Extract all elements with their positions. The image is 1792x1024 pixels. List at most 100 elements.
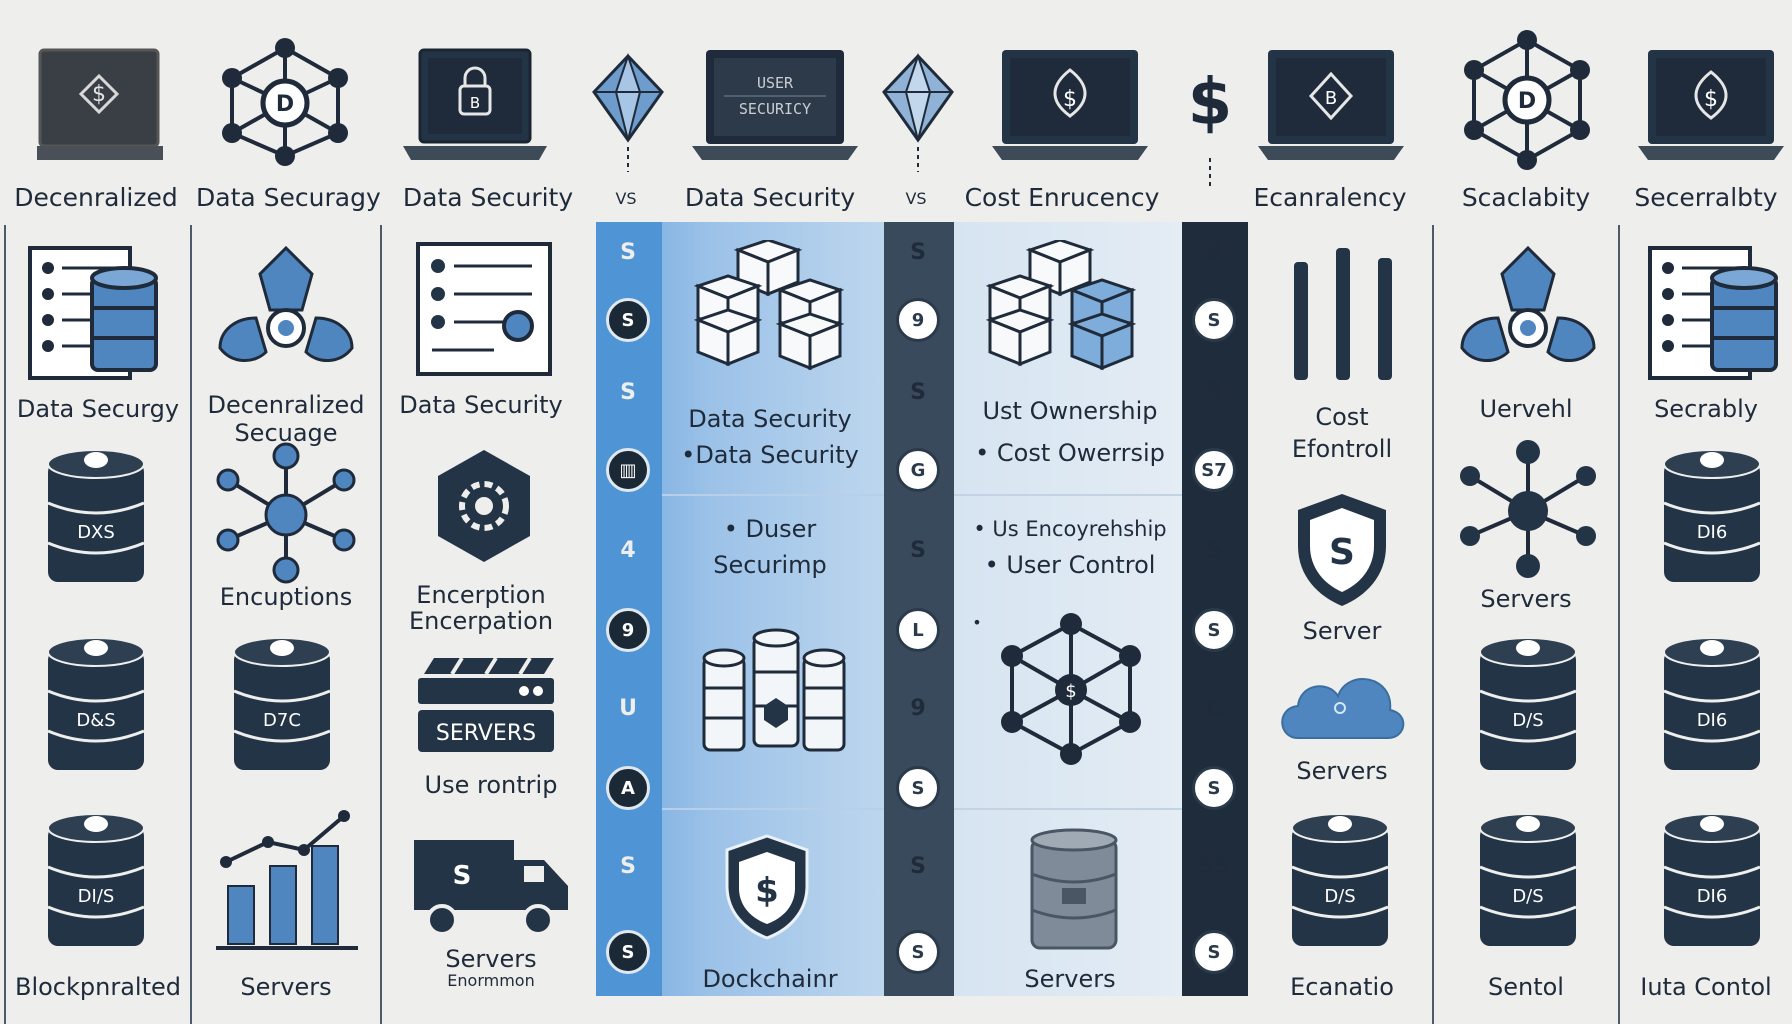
top-label-5: Cost Enrucency <box>964 183 1160 212</box>
network-icon <box>1458 436 1598 586</box>
blue-node-icon <box>1458 244 1598 374</box>
center-left-line2: •Data Security <box>681 441 859 469</box>
sb-right-marker-4: S <box>1206 538 1222 563</box>
database-icon: D/S <box>1478 636 1578 786</box>
network-hub-icon: D <box>210 38 360 168</box>
lock-laptop-icon: B <box>400 48 550 166</box>
top-label-1: Decenralized <box>14 183 178 212</box>
col6-label-4: Servers <box>1296 757 1388 785</box>
sb-mid-marker-9: S <box>896 930 940 974</box>
svg-text:B: B <box>470 94 480 112</box>
list-database-icon <box>26 244 166 384</box>
sb-mid-marker-6: 9 <box>910 696 926 721</box>
col8-label-1: Secrably <box>1654 395 1758 423</box>
svg-text:D: D <box>1518 89 1536 114</box>
coin-laptop-icon: B <box>1256 48 1406 166</box>
db-label: D/S <box>1512 886 1543 907</box>
center-left-line4: Securimp <box>713 551 827 579</box>
divider <box>380 225 382 1024</box>
sb-left-marker-5: 9 <box>606 608 650 652</box>
network-icon <box>216 440 356 590</box>
svg-text:$: $ <box>1063 87 1077 112</box>
network-hub-icon: D <box>1452 30 1602 170</box>
document-icon <box>414 240 554 380</box>
divider <box>1432 225 1434 1024</box>
screen-text-2: SECURICY <box>739 100 811 118</box>
sb-mid-marker-3: G <box>896 448 940 492</box>
pillars-icon <box>1286 244 1402 384</box>
sb-right-marker-7: S <box>1192 766 1236 810</box>
col3-label-2: Encerption <box>416 581 546 609</box>
db-label: DI6 <box>1697 886 1728 907</box>
col2-label-1: Decenralized <box>207 391 365 419</box>
list-database-icon <box>1646 244 1786 384</box>
user-security-laptop-icon: USER SECURICY <box>690 48 860 166</box>
sb-left-marker-8: S <box>620 854 636 879</box>
gear-hexagon-icon <box>434 446 534 566</box>
sb-left-marker-1: S <box>606 298 650 342</box>
col3-label-3: Encerpation <box>408 607 554 635</box>
truck-icon: S <box>412 838 572 938</box>
col6-label-1: Cost <box>1315 403 1369 431</box>
sb-right-marker-8: S5 <box>1198 854 1230 879</box>
top-label-2: Data Securagy <box>196 183 381 212</box>
center-left-line1: Data Security <box>688 405 852 433</box>
divider <box>190 225 192 1024</box>
center-right-line4: • User Control <box>984 551 1156 579</box>
sb-left-marker-9: S <box>606 930 650 974</box>
db-label: D/S <box>1324 886 1355 907</box>
col8-label-2: Iuta Contol <box>1640 973 1772 1001</box>
server-cylinder-icon <box>1028 826 1120 956</box>
col7-label-1: Uervehl <box>1479 395 1573 423</box>
server-rack-icon: SERVERS <box>414 654 558 764</box>
col6-label-2: Efontroll <box>1291 435 1393 463</box>
database-icon: D7C <box>232 636 332 786</box>
sb-left-marker-2: S <box>620 380 636 405</box>
screen-text-1: USER <box>757 74 794 92</box>
divider <box>662 808 884 810</box>
svg-text:$: $ <box>92 82 106 107</box>
svg-text:$: $ <box>1188 66 1233 140</box>
db-label: D/S <box>1512 710 1543 731</box>
col2-label-3: Encuptions <box>219 583 353 611</box>
sb-mid-marker-5: L <box>896 608 940 652</box>
center-right-bottom: Servers <box>1024 965 1116 993</box>
cloud-icon <box>1274 664 1406 744</box>
dollar-laptop-icon: $ <box>35 48 165 166</box>
col1-label-bottom: Blockpnralted <box>14 973 181 1001</box>
diamond-icon <box>590 52 666 174</box>
center-right-line1: Ust Ownership <box>982 397 1158 425</box>
cubes-icon <box>986 240 1146 380</box>
dollar-shield-icon: S <box>1292 490 1392 610</box>
col6-label-5: Ecanatio <box>1290 973 1394 1001</box>
vs-label: VS <box>615 189 637 208</box>
sb-mid-marker-1: 9 <box>896 298 940 342</box>
divider <box>954 808 1182 810</box>
divider <box>1618 225 1620 1024</box>
db-label: D&S <box>76 710 115 731</box>
center-right-dot: • <box>972 613 982 632</box>
sb-right-marker-1: S <box>1192 298 1236 342</box>
col2-label-2: Secuage <box>234 419 338 447</box>
sb-left-marker-0: S <box>620 240 636 265</box>
col3-label-5: Servers <box>445 945 537 973</box>
sb-right-marker-0: 9 <box>1206 240 1222 265</box>
sb-mid-marker-8: S <box>910 854 926 879</box>
sb-mid-marker-7: S <box>896 766 940 810</box>
database-icon: D/S <box>1290 812 1390 962</box>
top-label-6: Ecanralency <box>1253 183 1407 212</box>
svg-text:S: S <box>1329 532 1355 573</box>
sb-left-marker-6: U <box>619 696 637 721</box>
bar-chart-icon <box>212 806 362 956</box>
top-label-7: Scaclabity <box>1461 183 1591 212</box>
db-label: DI/S <box>78 886 115 907</box>
top-label-8: Secerralbty <box>1634 183 1778 212</box>
top-label-4: Data Security <box>684 183 856 212</box>
svg-text:$: $ <box>1704 87 1718 112</box>
shield-symbol: $ <box>755 871 779 911</box>
col6-label-3: Server <box>1302 617 1382 645</box>
hub-network-icon: $ <box>996 610 1146 770</box>
sb-right-marker-2: S <box>1206 380 1222 405</box>
col3-label-6: Enormmon <box>447 971 535 990</box>
sb-mid-marker-2: S <box>910 380 926 405</box>
